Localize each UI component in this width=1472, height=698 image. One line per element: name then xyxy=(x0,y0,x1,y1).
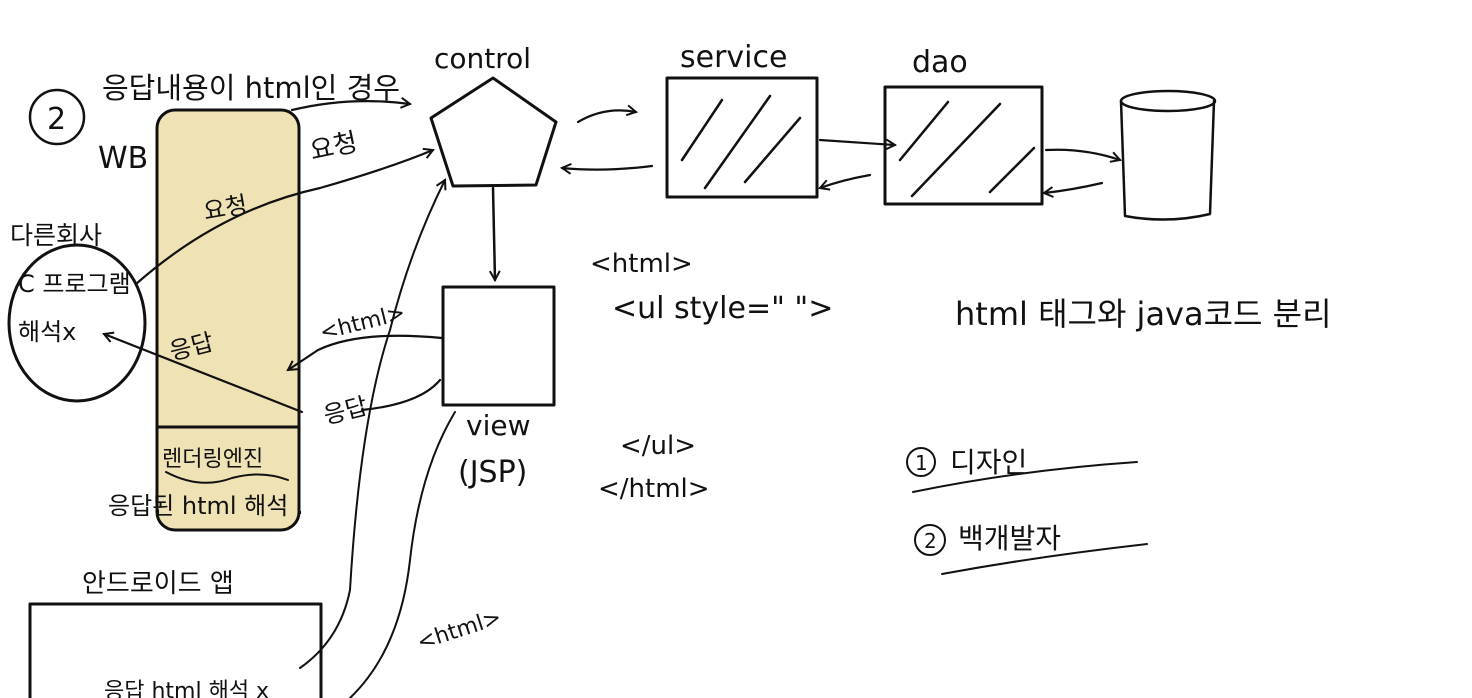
view-jsp-box xyxy=(441,285,556,407)
html-close-tag: </html> xyxy=(598,474,710,504)
design-note: 1 디자인 xyxy=(906,446,1138,493)
response-arrow-to-c-program xyxy=(104,334,304,414)
control-label: control xyxy=(434,42,531,75)
ul-style-tag: <ul style=" "> xyxy=(612,291,833,326)
ul-close-tag: </ul> xyxy=(620,431,696,461)
dao-box xyxy=(883,85,1044,206)
html-open-tag: <html> xyxy=(590,249,693,279)
circled-two-marker: 2 xyxy=(28,88,86,146)
request-arrow-wb-to-control xyxy=(290,101,410,112)
web-browser-box: 요청 응답 렌더링엔진 xyxy=(155,108,301,532)
service-control-arrow xyxy=(562,166,654,170)
developer-label: 백개발자 xyxy=(958,522,1061,555)
separation-note: html 태그와 java코드 분리 xyxy=(955,295,1332,333)
circled-two-text: 2 xyxy=(47,102,66,137)
dao-service-arrow xyxy=(820,173,872,188)
view-label: view xyxy=(466,409,530,442)
response-label-bottom: 응답 xyxy=(321,392,371,430)
android-note-label: 응답 html 해석 x xyxy=(104,679,269,698)
database-cylinder xyxy=(1119,89,1217,221)
c-program-label: C 프로그램 xyxy=(18,270,131,298)
html-arrow-label: <html> xyxy=(317,301,407,346)
html-lower-label: <html> xyxy=(414,605,504,656)
control-service-arrow xyxy=(576,110,636,124)
other-company-program: 다른회사 C 프로그램 해석x xyxy=(7,221,147,403)
dao-db-arrow xyxy=(1044,148,1120,160)
wb-label: WB xyxy=(98,141,148,176)
dao-label: dao xyxy=(912,45,968,80)
request-label-top: 요청 xyxy=(307,128,360,167)
db-dao-arrow xyxy=(1044,181,1104,193)
design-label: 디자인 xyxy=(950,446,1027,479)
view-to-android-arrow xyxy=(349,411,456,698)
control-pentagon xyxy=(429,76,558,188)
view-to-browser-html-arrow xyxy=(288,334,444,370)
service-label: service xyxy=(680,40,787,75)
android-to-control-arrow xyxy=(299,180,445,669)
parse-x-label: 해석x xyxy=(18,318,76,346)
request-arrow-c-to-control xyxy=(134,150,433,286)
android-app-label: 안드로이드 앱 xyxy=(82,569,234,599)
response-html-parse-label: 응답된 html 해석 . xyxy=(108,492,304,520)
service-box xyxy=(665,76,819,199)
service-dao-arrow xyxy=(818,140,895,145)
android-app-box xyxy=(28,602,323,698)
view-response-arrow xyxy=(360,378,442,412)
control-view-arrow xyxy=(493,186,495,280)
num-two: 2 xyxy=(924,529,937,553)
heading-response-html: 응답내용이 html인 경우 xyxy=(102,71,400,105)
jsp-label: (JSP) xyxy=(458,455,527,490)
developer-note: 2 백개발자 xyxy=(914,522,1148,575)
rendering-engine-label: 렌더링엔진 xyxy=(162,447,263,472)
num-one: 1 xyxy=(915,451,928,475)
